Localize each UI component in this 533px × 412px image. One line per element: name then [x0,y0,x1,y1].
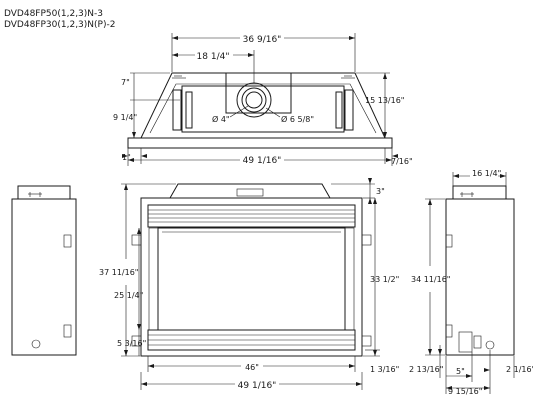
model-number-1: DVD48FP50(1,2,3)N-3 [4,9,103,19]
flue-offset-label: 18 1/4" [197,52,230,62]
gas-valve-box [458,331,473,353]
inner-collar-circle [245,91,263,109]
right-side-view: 16 1/4" 34 11/16" 2 13/16" 5" 9 15/16" 2… [409,166,533,396]
front-overall-width-label: 49 1/16" [238,381,277,391]
gas-height-label: 2 13/16" [409,365,443,374]
side-top-width-label: 16 1/4" [472,169,501,178]
outer-collar-label: Ø 6 5/8" [281,114,314,124]
frame-height-label: 33 1/2" [370,275,399,284]
overall-height-label: 37 11/16" [99,268,138,277]
top-view-base [127,137,393,149]
depth-total-label: 15 13/16" [365,96,404,105]
front-top-housing [169,183,331,199]
left-side-view [11,185,77,356]
top-view-firebox [181,85,345,133]
bottom-trim-label: 1 3/16" [370,365,399,374]
gas-inlet [485,340,495,350]
base-width-label: 49 1/16" [243,156,282,166]
side-depth-label: 9 15/16" [448,387,482,396]
right-side-body [445,198,515,356]
top-view-outline [140,72,386,139]
front-frame [140,197,363,357]
flue-collar-box [225,72,292,114]
depth-rear-label: 7" [121,78,130,87]
left-side-body [11,198,77,356]
inner-collar-label: Ø 4" [212,114,230,124]
glass-opening [157,227,346,331]
rear-offset-label: 2 1/16" [506,365,533,374]
front-view: 3" 37 11/16" 25 1/4" 5 3/16" 33 1/2" 46" [99,178,399,391]
top-view: 36 9/16" 18 1/4" 7" 9 1/4" 15 13/16" Ø 4… [113,32,413,166]
left-step-label: 1" [122,153,131,162]
depth-side-label: 9 1/4" [113,113,137,122]
top-clearance-label: 3" [376,187,385,196]
gas-offset-label: 5" [456,367,465,376]
right-step-label: 7/16" [391,157,413,166]
bottom-height-label: 5 3/16" [117,339,146,348]
top-overall-width-label: 36 9/16" [243,35,282,45]
opening-width-label: 46" [245,363,259,372]
model-number-2: DVD48FP30(1,2,3)N(P)-2 [4,20,115,30]
side-height-label: 34 11/16" [411,275,450,284]
opening-height-label: 25 1/4" [114,291,143,300]
